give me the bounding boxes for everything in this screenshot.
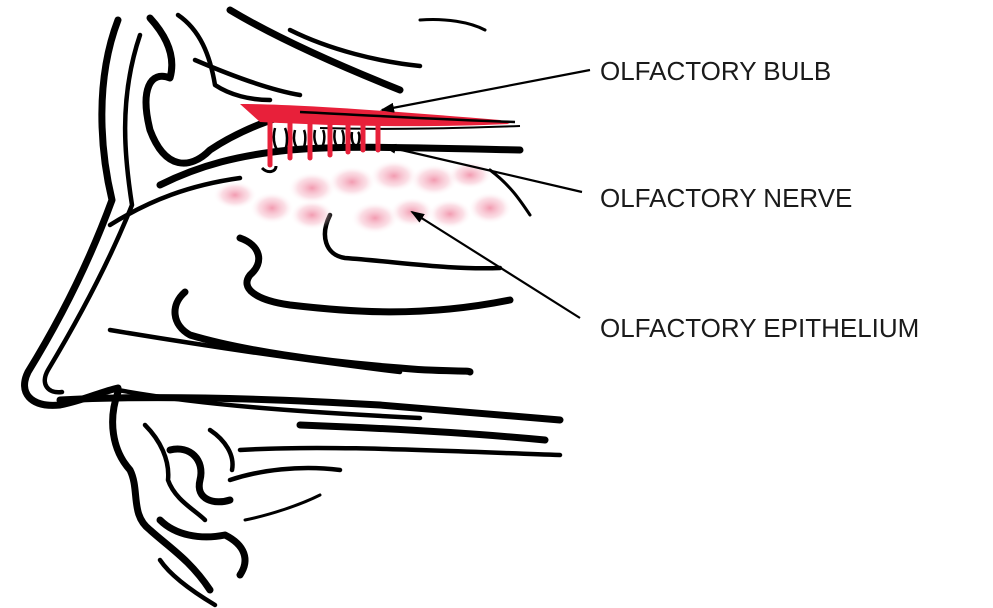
- olfactory-epithelium-region: [213, 160, 512, 234]
- olfactory-nerve-label: OLFACTORY NERVE: [600, 183, 852, 213]
- olfactory-bulb-label: OLFACTORY BULB: [600, 56, 831, 86]
- bulb-pointer: [382, 70, 590, 110]
- olfactory-epithelium-label: OLFACTORY EPITHELIUM: [600, 313, 919, 343]
- anatomy-outline: [25, 10, 560, 605]
